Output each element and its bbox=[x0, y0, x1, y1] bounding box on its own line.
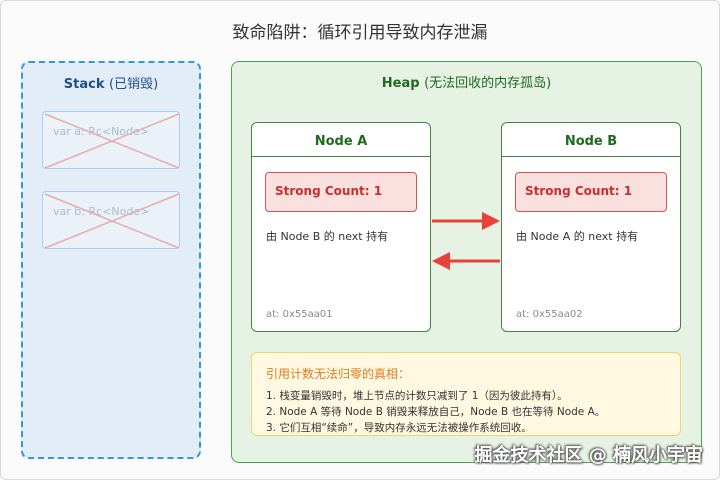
stack-var-a: var a: Rc<Node> bbox=[42, 111, 180, 169]
heap-title-sub: (无法回收的内存孤岛) bbox=[424, 76, 552, 91]
explanation-title: 引用计数无法归零的真相： bbox=[266, 367, 411, 381]
node-b-address: at: 0x55aa02 bbox=[516, 309, 583, 320]
heap-title-main: Heap bbox=[381, 76, 420, 91]
node-a-address: at: 0x55aa01 bbox=[266, 309, 333, 320]
cross-out-icon bbox=[44, 113, 180, 169]
node-a-owner: 由 Node B 的 next 持有 bbox=[266, 230, 389, 243]
stack-title: Stack (已销毁) bbox=[23, 73, 199, 92]
stack-title-main: Stack bbox=[63, 77, 105, 92]
node-a-strong-count: Strong Count: 1 bbox=[265, 172, 417, 212]
arrow-left-icon bbox=[432, 252, 500, 270]
stack-panel: Stack (已销毁) var a: Rc<Node> var b: Rc<No… bbox=[21, 61, 201, 459]
heap-panel: Heap (无法回收的内存孤岛) Node A Strong Count: 1 … bbox=[231, 61, 702, 463]
heap-title: Heap (无法回收的内存孤岛) bbox=[232, 72, 701, 91]
explanation-box: 引用计数无法归零的真相： 1. 栈变量销毁时，堆上节点的计数只减到了 1（因为彼… bbox=[251, 352, 681, 436]
reference-arrows bbox=[432, 212, 500, 270]
node-b-owner: 由 Node A 的 next 持有 bbox=[516, 230, 639, 243]
stack-title-sub: (已销毁) bbox=[109, 77, 159, 92]
arrow-right-icon bbox=[432, 212, 500, 230]
node-b-box: Node B Strong Count: 1 由 Node A 的 next 持… bbox=[501, 122, 681, 332]
stack-var-a-label: var a: Rc<Node> bbox=[53, 125, 150, 138]
node-a-box: Node A Strong Count: 1 由 Node B 的 next 持… bbox=[251, 122, 431, 332]
explanation-line-3: 3. 它们互相“续命”，导致内存永远无法被操作系统回收。 bbox=[266, 422, 532, 434]
node-a-title: Node A bbox=[252, 123, 430, 157]
stack-var-b: var b: Rc<Node> bbox=[42, 191, 180, 249]
stack-var-b-label: var b: Rc<Node> bbox=[53, 205, 150, 218]
explanation-line-1: 1. 栈变量销毁时，堆上节点的计数只减到了 1（因为彼此持有）。 bbox=[266, 390, 568, 402]
node-b-title: Node B bbox=[502, 123, 680, 157]
page-title: 致命陷阱：循环引用导致内存泄漏 bbox=[232, 23, 488, 43]
explanation-line-2: 2. Node A 等待 Node B 销毁来释放自己，Node B 也在等待 … bbox=[266, 406, 606, 418]
watermark: 掘金技术社区 @ 楠风小宇宙 bbox=[474, 445, 703, 466]
node-b-strong-count: Strong Count: 1 bbox=[515, 172, 667, 212]
cross-out-icon bbox=[44, 193, 180, 249]
